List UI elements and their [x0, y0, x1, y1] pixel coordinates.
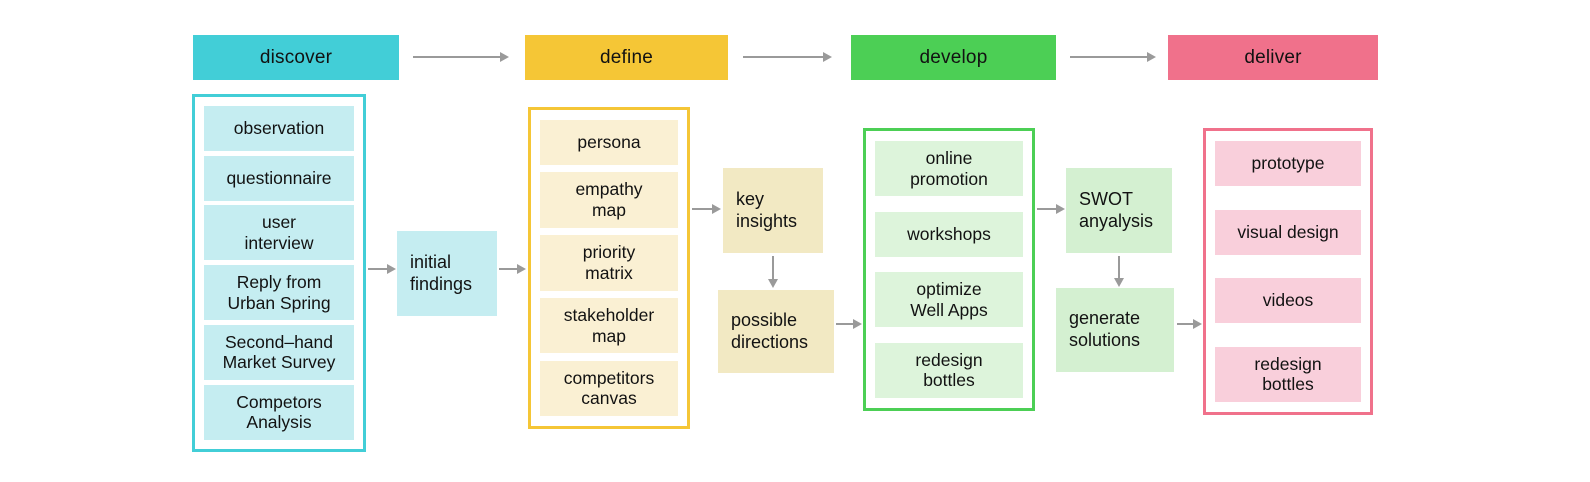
arrow-develop-to-swot-analysis [1037, 204, 1065, 214]
phase-header-define: define [525, 35, 728, 80]
arrow-possible-directions-to-develop [836, 319, 862, 329]
define-item: competitors canvas [540, 360, 678, 416]
develop-item: optimize Well Apps [875, 272, 1023, 328]
phase-header-discover: discover [193, 35, 399, 80]
discover-item: user interview [204, 205, 354, 261]
define-item: priority matrix [540, 235, 678, 291]
develop-item: redesign bottles [875, 342, 1023, 398]
arrow-discover-to-initial-findings [368, 264, 396, 274]
deliver-item: redesign bottles [1215, 346, 1361, 402]
arrow-initial-findings-to-define [499, 264, 526, 274]
phase-header-deliver: deliver [1168, 35, 1378, 80]
deliver-panel: prototype visual design videos redesign … [1203, 128, 1373, 415]
discover-item: Reply from Urban Spring [204, 264, 354, 321]
deliver-item: prototype [1215, 141, 1361, 186]
arrow-discover-to-define [413, 52, 509, 62]
define-panel: persona empathy map priority matrix stak… [528, 107, 690, 429]
arrow-define-to-develop [743, 52, 832, 62]
deliver-item: videos [1215, 278, 1361, 324]
possible-directions-box: possible directions [718, 290, 834, 373]
arrow-define-to-key-insights [692, 204, 721, 214]
arrow-key-insights-to-possible-directions [768, 256, 778, 288]
define-item: stakeholder map [540, 297, 678, 354]
phase-header-develop: develop [851, 35, 1056, 80]
key-insights-box: key insights [723, 168, 823, 253]
arrow-generate-solutions-to-deliver [1177, 319, 1202, 329]
deliver-item: visual design [1215, 209, 1361, 255]
discover-item: Second–hand Market Survey [204, 324, 354, 381]
discover-item: observation [204, 106, 354, 151]
discover-item: Competors Analysis [204, 384, 354, 440]
discover-panel: observation questionnaire user interview… [192, 94, 366, 452]
arrow-swot-to-generate-solutions [1114, 256, 1124, 287]
discover-item: questionnaire [204, 155, 354, 201]
arrow-develop-to-deliver [1070, 52, 1156, 62]
swot-analysis-box: SWOT anyalysis [1066, 168, 1172, 253]
develop-item: online promotion [875, 141, 1023, 197]
generate-solutions-box: generate solutions [1056, 288, 1174, 372]
develop-panel: online promotion workshops optimize Well… [863, 128, 1035, 411]
define-item: persona [540, 120, 678, 165]
initial-findings-box: initial findings [397, 231, 497, 316]
define-item: empathy map [540, 172, 678, 228]
develop-item: workshops [875, 211, 1023, 257]
